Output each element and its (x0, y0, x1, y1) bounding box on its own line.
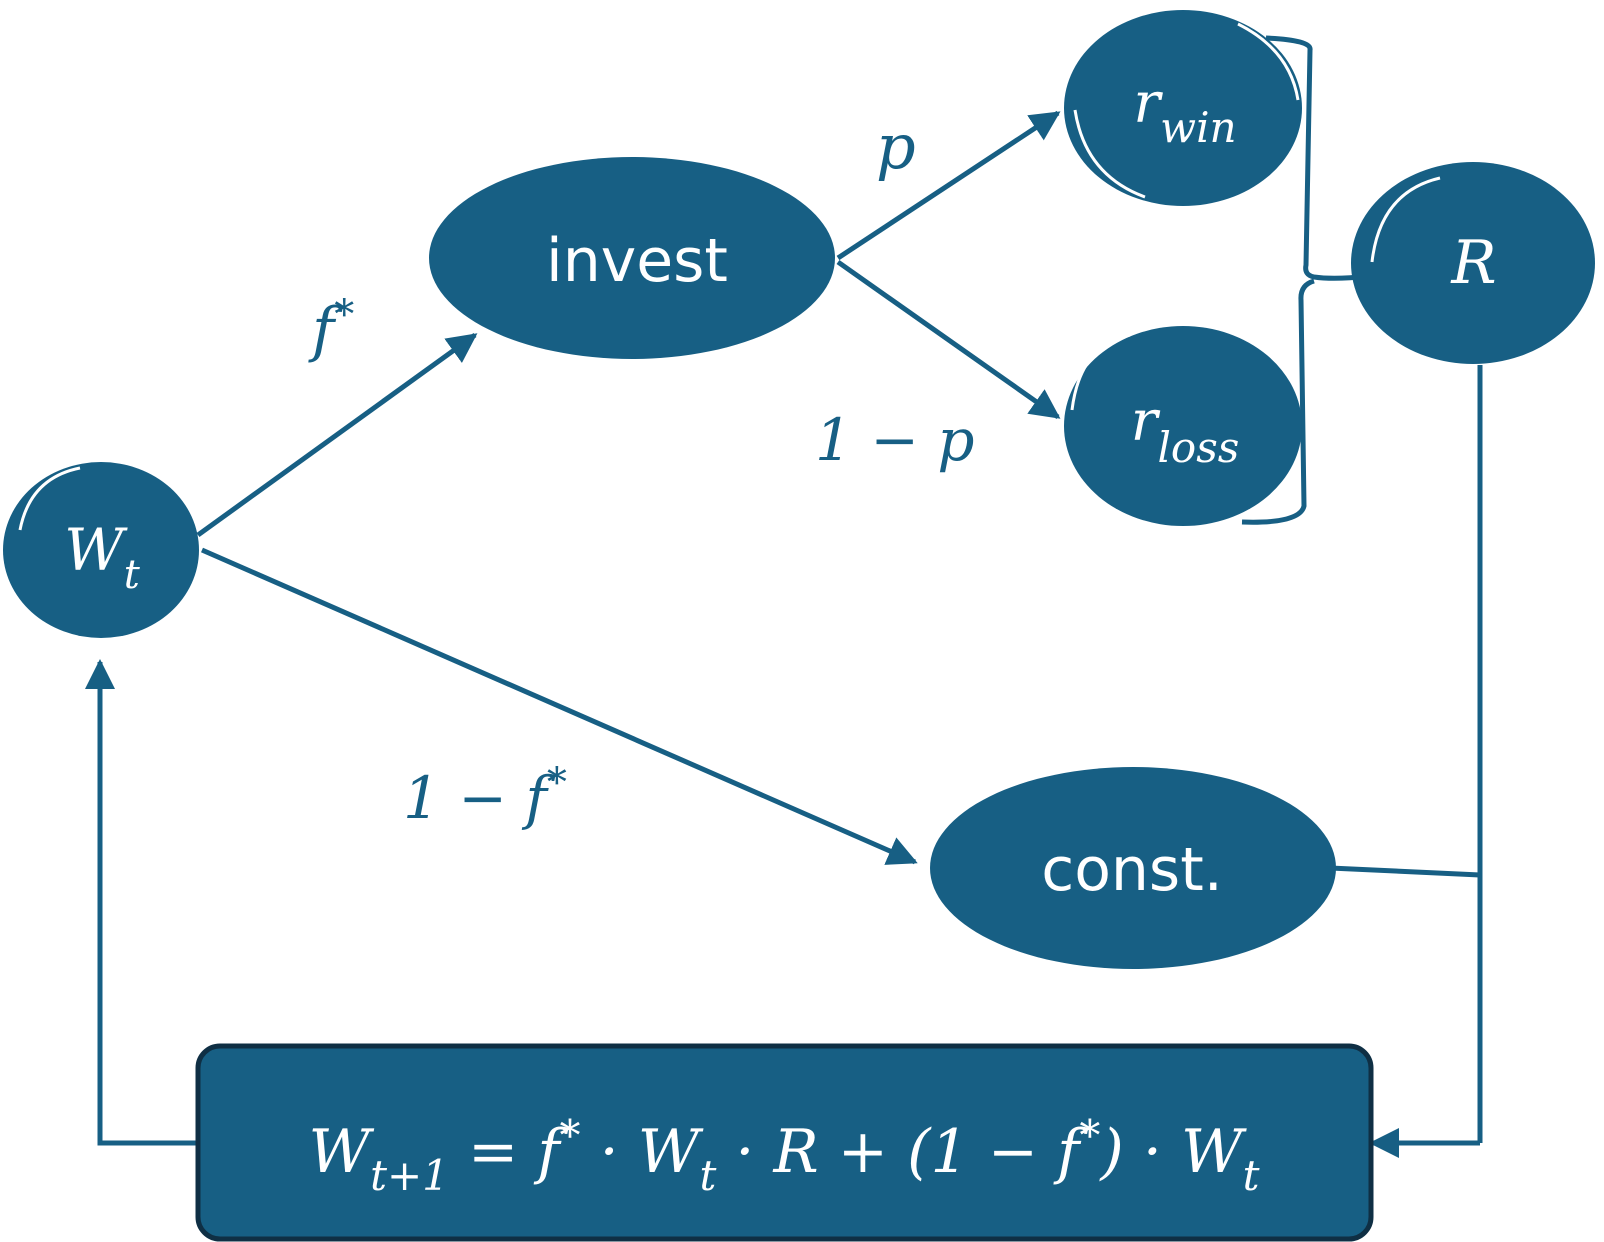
const-label: const. (1041, 835, 1223, 905)
edge-wealth-to-const (200, 547, 918, 865)
edge-const-to-trunk (1329, 865, 1481, 878)
formula-f2-sup: * (1079, 1111, 1100, 1160)
wealth-sub: t (124, 552, 141, 598)
node-rwin: rwin (1064, 10, 1302, 206)
formula-dot1: · (581, 1117, 638, 1187)
edge-formula-to-wealth (85, 659, 198, 1146)
wealth-main: W (64, 516, 128, 584)
node-invest: invest (429, 157, 835, 359)
formula-w1: W (638, 1117, 704, 1187)
rloss-sub: loss (1157, 423, 1239, 472)
edge-invest-to-rwin (836, 110, 1061, 261)
svg-text:rwin: rwin (1133, 71, 1236, 152)
label-f-star-sup: * (334, 292, 354, 338)
svg-text:1 − f*: 1 − f* (403, 760, 567, 832)
label-one-minus-f-prefix: 1 − (403, 764, 525, 832)
formula-f1-sup: * (560, 1111, 581, 1160)
label-p: p (876, 110, 916, 183)
svg-text:f*: f* (308, 292, 354, 365)
formula-close: ) · (1098, 1117, 1181, 1187)
node-return: R (1351, 162, 1595, 364)
formula-plus: + (1 − (819, 1117, 1057, 1187)
node-rloss: rloss (1064, 326, 1302, 526)
edges (85, 35, 1483, 1158)
formula-w2-sub: t (1243, 1151, 1260, 1200)
edge-labels: f* p 1 − p 1 − f* (308, 110, 975, 832)
formula-lhs: W (308, 1117, 374, 1187)
formula-dot2: · (716, 1117, 773, 1187)
rwin-sub: win (1160, 103, 1236, 152)
invest-label: invest (546, 226, 728, 296)
outcome-brace (1241, 35, 1369, 525)
formula-w1-sub: t (699, 1151, 716, 1200)
return-label: R (1450, 228, 1496, 298)
formula-eq: = (449, 1117, 537, 1187)
rwin-main: r (1133, 71, 1163, 136)
formula-w2: W (1181, 1117, 1247, 1187)
edge-invest-to-rloss (836, 259, 1061, 420)
svg-text:Wt+1 = f* · Wt · R + (1 − f*): Wt+1 = f* · Wt · R + (1 − f*) · Wt (308, 1111, 1259, 1200)
formula-r: R (773, 1117, 819, 1187)
nodes: Wt invest rwin rloss (3, 10, 1595, 969)
svg-text:rloss: rloss (1131, 389, 1240, 472)
rloss-main: r (1131, 389, 1161, 454)
node-const: const. (930, 767, 1336, 969)
label-one-minus-p: 1 − p (815, 406, 975, 474)
update-formula-box: Wt+1 = f* · Wt · R + (1 − f*) · Wt (195, 1043, 1374, 1242)
node-wealth: Wt (3, 462, 199, 638)
label-one-minus-f-sup: * (547, 760, 567, 806)
formula-lhs-sub: t+1 (370, 1151, 449, 1200)
svg-text:Wt: Wt (64, 516, 141, 598)
edge-wealth-to-invest (196, 332, 478, 538)
